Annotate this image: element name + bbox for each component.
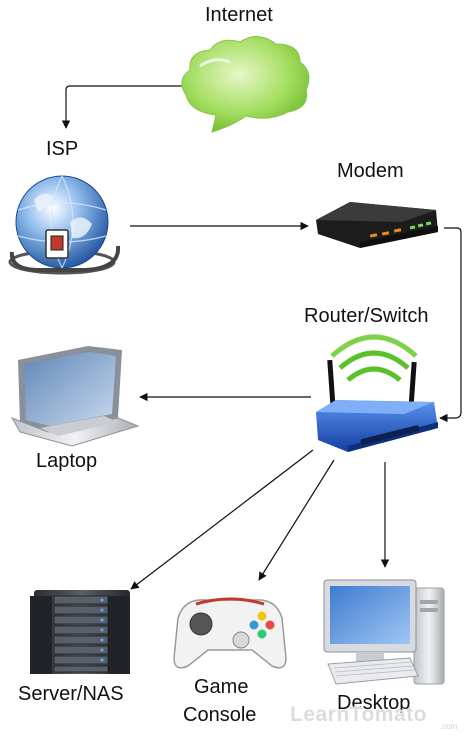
connector-modem-router	[439, 227, 462, 423]
connector-router-server	[130, 449, 314, 590]
connector-internet-isp	[61, 85, 186, 129]
watermark-logo: LearnTomato	[290, 703, 427, 726]
label-isp: ISP	[46, 138, 79, 160]
modem-icon	[316, 202, 438, 248]
label-router: Router/Switch	[304, 305, 429, 327]
globe-icon	[8, 175, 121, 275]
label-modem: Modem	[337, 160, 404, 182]
router-icon	[316, 334, 438, 452]
label-laptop: Laptop	[36, 450, 98, 472]
label-console: Console	[183, 704, 257, 726]
connector-router-game	[258, 459, 335, 581]
desktop-icon	[323, 579, 445, 685]
label-game: Game	[194, 676, 249, 698]
label-server: Server/NAS	[18, 683, 124, 705]
label-desktop: Desktop	[337, 692, 411, 714]
watermark-domain: .com	[440, 722, 458, 731]
laptop-icon	[10, 346, 140, 447]
server-icon	[30, 590, 130, 674]
label-internet: Internet	[205, 4, 273, 26]
gamepad-icon	[173, 597, 287, 669]
cloud-icon	[181, 36, 310, 133]
